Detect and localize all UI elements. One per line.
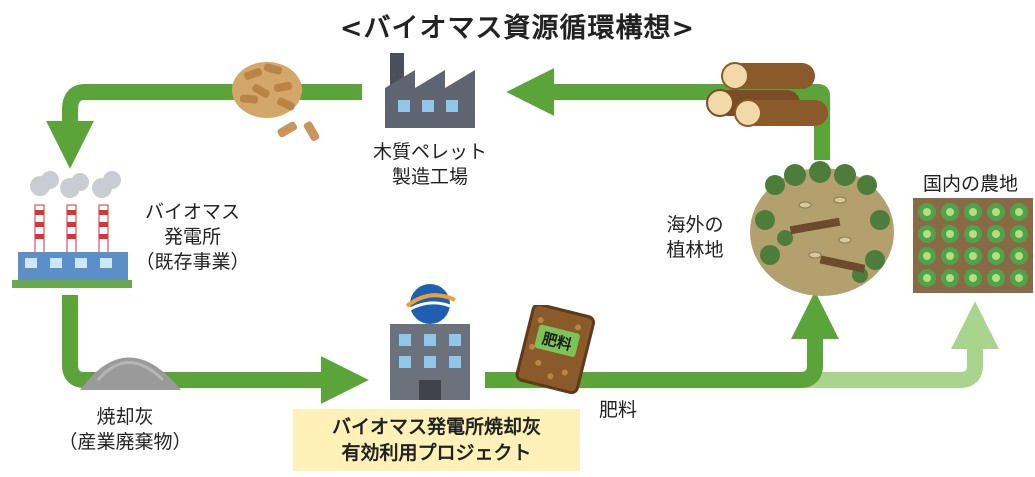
project-line1: バイオマス発電所焼却灰	[331, 416, 541, 438]
power-plant-line3: （既存事業）	[135, 251, 250, 273]
office-building-icon	[390, 284, 470, 400]
arrow-project-to-forest	[485, 291, 839, 388]
arrow-fertilizer-to-farm	[600, 301, 999, 388]
project-label: バイオマス発電所焼却灰 有効利用プロジェクト	[293, 409, 580, 471]
overseas-plantation-line1: 海外の	[666, 214, 724, 236]
incineration-ash-label: 焼却灰 （産業廃棄物）	[55, 405, 195, 455]
arrow-plant-to-project	[62, 295, 369, 404]
overseas-plantation-label: 海外の 植林地	[650, 213, 740, 263]
company-logo-icon	[404, 284, 456, 324]
overseas-plantation-icon	[750, 161, 894, 296]
arrow-factory-to-plant	[46, 84, 362, 169]
power-plant-line2: 発電所	[163, 226, 221, 248]
fertilizer-label: 肥料	[598, 399, 637, 421]
arrow-forest-to-factory	[506, 68, 830, 160]
power-plant-icon	[12, 171, 132, 288]
pellet-factory-label: 木質ペレット 製造工場	[350, 140, 510, 190]
ash-pile-icon	[80, 357, 181, 390]
pellet-factory-line1: 木質ペレット	[372, 141, 487, 163]
project-line2: 有効利用プロジェクト	[341, 442, 532, 464]
power-plant-label: バイオマス 発電所 （既存事業）	[130, 200, 255, 275]
farmland-icon	[913, 198, 1033, 293]
pellet-factory-line2: 製造工場	[391, 166, 468, 188]
logs-icon	[706, 62, 828, 127]
domestic-farm-label: 国内の農地	[922, 173, 1018, 195]
overseas-plantation-line2: 植林地	[666, 239, 724, 261]
incineration-ash-line1: 焼却灰	[96, 406, 154, 428]
wood-pellets-icon	[232, 62, 320, 142]
incineration-ash-line2: （産業廃棄物）	[58, 431, 192, 453]
diagram-title: <バイオマス資源循環構想>	[339, 13, 696, 44]
power-plant-line1: バイオマス	[144, 201, 240, 223]
factory-icon	[385, 53, 475, 128]
fertilizer-bag-icon: 肥料	[515, 305, 596, 395]
